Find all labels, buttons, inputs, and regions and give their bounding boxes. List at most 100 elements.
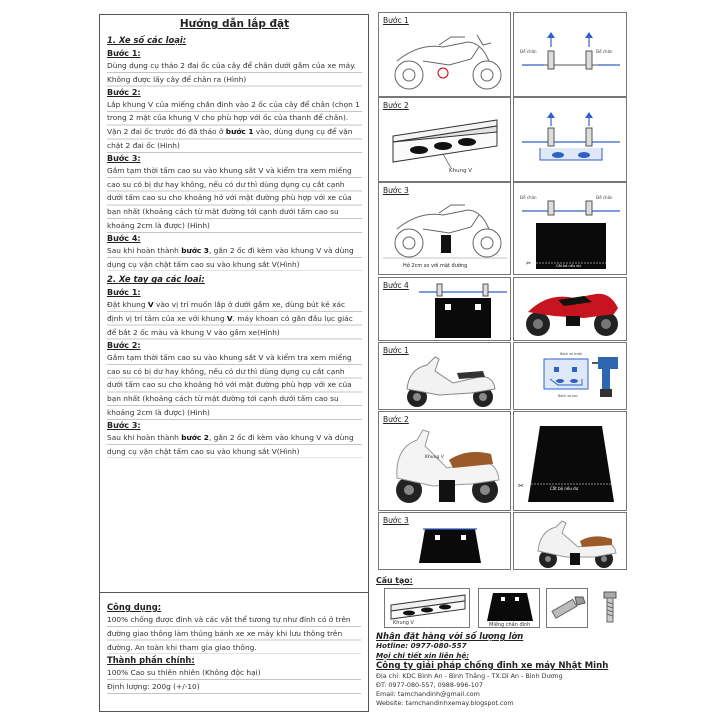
footrest-diagram-icon: Để chân Để chân (520, 32, 620, 70)
fig-scooter-step1: Bước 1 (378, 342, 511, 410)
scooter-final-icon (537, 520, 617, 568)
hotline: Hotline: 0977-080-557 (376, 641, 467, 650)
s2-step3-text: Sau khi hoàn thành bước 2, gắn 2 ốc đi k… (107, 430, 362, 459)
s1-step2-text: Lắp khung V của miếng chắn đinh vào 2 ốc… (107, 97, 362, 153)
fig-moto-step4: Bước 4 (378, 277, 511, 341)
s2-step3-text-b: , gắn 2 ốc đi kèm vào khung V và dùng dụ… (107, 432, 354, 456)
pad-mounted-icon (419, 283, 507, 338)
uses-title: Công dụng: (107, 602, 162, 612)
s1-step3-text: Gắm tạm thời tấm cao su vào khung sắt V … (107, 163, 362, 233)
fig-footrest-remove: Để chân Để chân (513, 12, 627, 97)
composition-line1: 100% Cao su thiên nhiên (Không độc hại) (107, 666, 361, 681)
front-wheel-label: Bánh xe trước (560, 352, 582, 356)
scooter-pad-trim-icon: Cắt bỏ nếu dư ✂ (518, 426, 614, 502)
s1-step1-label: Bước 1: (107, 49, 141, 58)
fig-moto-step3: Bước 3 Hở 2cm so với mặt đường (378, 182, 511, 275)
de-chan-label-1: Để chân (520, 49, 537, 54)
phone: ĐT: 0977-080-557, 0988-996-107 (376, 681, 483, 689)
cat-bo-du-label: Cắt bỏ nếu dư (550, 486, 579, 491)
s1-step4-text-b: , gắn 2 ốc đi kèm vào khung V và dùng dụ… (107, 245, 354, 269)
section-motorbikes-title: 1. Xe số các loại: (107, 35, 187, 45)
s2-step1-bold1: V (147, 300, 154, 310)
composition-title: Thành phần chính: (107, 655, 195, 666)
vframe-attach-icon (522, 112, 620, 161)
s2-step3-label: Bước 3: (107, 420, 141, 430)
s2-step1-text: Đặt khung V vào vị trí muốn lắp ở dưới g… (107, 298, 362, 340)
screw-icon (603, 591, 617, 623)
cat-bo-label: Cắt bỏ nếu dư (556, 263, 581, 268)
v-frame-icon: Khung V (392, 119, 498, 174)
scooter-vframe-label: Khung V (425, 454, 445, 460)
s2-step3-text-a: Sau khi hoàn thành (107, 432, 182, 442)
drill-diagram-icon: Bánh xe trước Bánh xe sau (543, 352, 618, 398)
scissors-icon: ✂ (526, 260, 531, 267)
s2-step1-text-c: . máy khoan có gắn đầu lục giác để bắt 2… (107, 314, 353, 337)
section-scooters-title: 2. Xe tay ga các loại: (107, 274, 205, 285)
fig-moto-step1-label: Bước 1 (383, 16, 409, 25)
fig-moto-step4-label: Bước 4 (383, 281, 409, 290)
fig-vframe-attach (513, 97, 627, 182)
structure-vframe-label: Khung V (393, 620, 414, 626)
de-chan-label-3: Để chân (520, 195, 537, 200)
s1-step4-text-a: Sau khi hoàn thành (107, 245, 182, 255)
s2-step1-bold2: V (226, 314, 233, 324)
s1-step2-text-a: Lắp khung V của miếng chắn đinh vào 2 ốc… (107, 99, 360, 137)
s2-step1-label: Bước 1: (107, 288, 141, 298)
instructions-panel: Hướng dẫn lắp đặt 1. Xe số các loại: Bướ… (99, 14, 369, 712)
fig-moto-step2: Bước 2 Khung V (378, 97, 511, 182)
s1-step2-label: Bước 2: (107, 87, 141, 97)
red-motorbike-icon (526, 293, 618, 336)
composition-line2: Định lượng: 200g (+/-10) (107, 680, 361, 694)
uses-text: 100% chống được đinh và các vật thể tươn… (107, 613, 361, 655)
structure-vframe: Khung V (384, 588, 470, 628)
contact-info-label: Mọi chi tiết xin liên hệ: (376, 651, 470, 660)
s2-step1-text-a: Đặt khung (107, 300, 148, 310)
motorbike-sketch-icon (394, 34, 502, 90)
email[interactable]: Email: tamchandinh@gmail.com (376, 690, 480, 698)
khung-v-label: Khung V (449, 168, 472, 174)
scooter-pad-mounted-icon (419, 528, 481, 563)
fig-trim-pad: Để chân Để chân Cắt bỏ nếu dư ✂ (513, 182, 627, 275)
s1-step1-text: Dùng dụng cụ tháo 2 đai ốc của cây để ch… (107, 59, 362, 87)
motorbike-gap-icon: Hở 2cm so với mặt đường (383, 204, 507, 269)
s2-step1-text-b: vào vị trí muốn lắp ở dưới gầm xe, dùng … (107, 300, 346, 324)
rubber-pad-trim-icon: Để chân Để chân Cắt bỏ nếu dư ✂ (520, 195, 620, 269)
website[interactable]: Website: tamchandinhxemay.blogspot.com (376, 699, 514, 707)
white-scooter-icon (406, 356, 496, 407)
vframe-part-icon (390, 594, 466, 620)
s2-step2-label: Bước 2: (107, 340, 141, 350)
fig-scooter-step3-label: Bước 3 (383, 516, 409, 525)
fig-moto-step2-label: Bước 2 (383, 101, 409, 110)
bolt-icon (551, 596, 586, 619)
structure-screw (594, 588, 626, 628)
fig-scooter-step2: Bước 2 Khung V (378, 411, 511, 511)
structure-title: Cấu tạo: (376, 576, 413, 585)
s2-step2-text: Gắm tạm thời tấm cao su vào khung sắt V … (107, 350, 362, 420)
brown-scooter-icon: Khung V (396, 429, 500, 503)
s2-step3-bold: bước 2 (181, 432, 209, 442)
contact-block: Nhận đặt hàng với số lượng lớn Hotline: … (376, 631, 676, 708)
s1-step2-bold: bước 1 (225, 127, 254, 137)
fig-scooter-drill: Bánh xe trước Bánh xe sau (513, 342, 627, 410)
fig-moto-step1: Bước 1 (378, 12, 511, 97)
structure-pad: Miếng chắn đinh (478, 588, 540, 628)
structure-pad-label: Miếng chắn đinh (489, 622, 531, 628)
s1-step4-label: Bước 4: (107, 233, 141, 243)
fig-moto-step3-label: Bước 3 (383, 186, 409, 195)
address: Địa chỉ: KDC Bình An - Bình Thắng - TX.D… (376, 672, 563, 680)
rear-wheel-label: Bánh xe sau (558, 394, 578, 398)
de-chan-label-4: Để chân (596, 195, 613, 200)
s1-step2-text-b: vào, dùng dụng cụ để vặn chặt 2 đai ốc (… (107, 127, 353, 150)
fig-scooter-step2-label: Bước 2 (383, 415, 409, 424)
fig-scooter-trim: Cắt bỏ nếu dư ✂ (513, 411, 627, 511)
s1-step3-label: Bước 3: (107, 153, 141, 163)
s1-step4-text: Sau khi hoàn thành bước 3, gắn 2 ốc đi k… (107, 243, 362, 272)
s1-step4-bold: bước 3 (181, 245, 209, 255)
fig-scooter-step3: Bước 3 (378, 512, 511, 570)
gap-2cm-label: Hở 2cm so với mặt đường (403, 262, 467, 269)
rubber-pad-part-icon (487, 593, 533, 621)
uses-composition-block: Công dụng: 100% chống được đinh và các v… (100, 592, 368, 694)
document-title: Hướng dẫn lắp đặt (179, 18, 290, 30)
fig-scooter-step1-label: Bước 1 (383, 346, 409, 355)
structure-bolt (546, 588, 588, 628)
